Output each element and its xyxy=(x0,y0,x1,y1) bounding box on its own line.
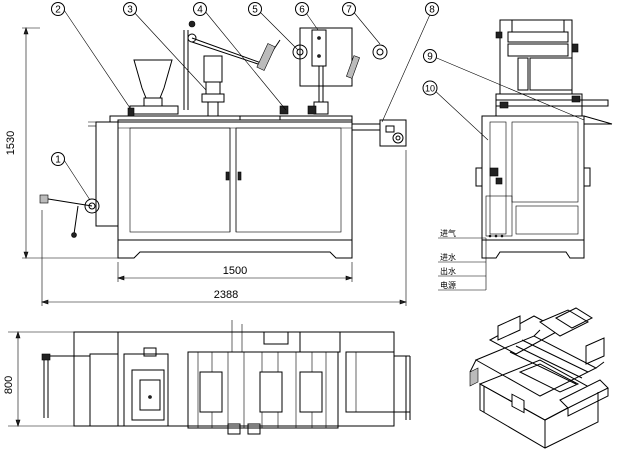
callout-7-label: 7 xyxy=(346,5,352,16)
callout-4: 4 xyxy=(193,2,207,16)
callout-2-label: 2 xyxy=(55,5,61,16)
dimension-total-length: 2388 xyxy=(41,150,407,306)
isometric-view xyxy=(469,307,609,449)
callout-8: 8 xyxy=(425,2,439,16)
dimension-height: 1530 xyxy=(5,27,118,259)
callout-9: 9 xyxy=(423,49,437,63)
legend-air: 进气 xyxy=(440,228,456,238)
callout-3-label: 3 xyxy=(127,5,133,16)
callout-4-label: 4 xyxy=(197,5,203,16)
callout-2: 2 xyxy=(51,2,65,16)
height-dimension-label: 1530 xyxy=(5,131,17,155)
callout-10-label: 10 xyxy=(425,84,435,94)
callout-8-label: 8 xyxy=(429,5,435,16)
callout-5: 5 xyxy=(248,2,262,16)
callout-7: 7 xyxy=(342,2,356,16)
utility-legend: 进气 进水 出水 电源 xyxy=(438,228,487,291)
callout-3: 3 xyxy=(123,2,137,16)
legend-water-out: 出水 xyxy=(440,266,456,276)
callout-10: 10 xyxy=(422,80,438,96)
legend-water-in: 进水 xyxy=(440,252,456,262)
total-length-label: 2388 xyxy=(214,289,238,301)
callout-1: 1 xyxy=(51,152,65,166)
callout-9-label: 9 xyxy=(427,52,433,63)
legend-power: 电源 xyxy=(440,280,456,290)
base-width-label: 1500 xyxy=(223,265,247,277)
front-elevation-view xyxy=(39,20,407,259)
callout-6-label: 6 xyxy=(299,5,305,16)
plan-depth-label: 800 xyxy=(3,376,15,394)
side-elevation-view xyxy=(475,19,613,259)
dimension-base-width: 1500 xyxy=(117,262,353,282)
callout-1-label: 1 xyxy=(55,155,61,166)
plan-view xyxy=(41,320,411,435)
dimension-plan-depth: 800 xyxy=(3,331,74,427)
callout-5-label: 5 xyxy=(252,5,258,16)
callout-6: 6 xyxy=(295,2,309,16)
